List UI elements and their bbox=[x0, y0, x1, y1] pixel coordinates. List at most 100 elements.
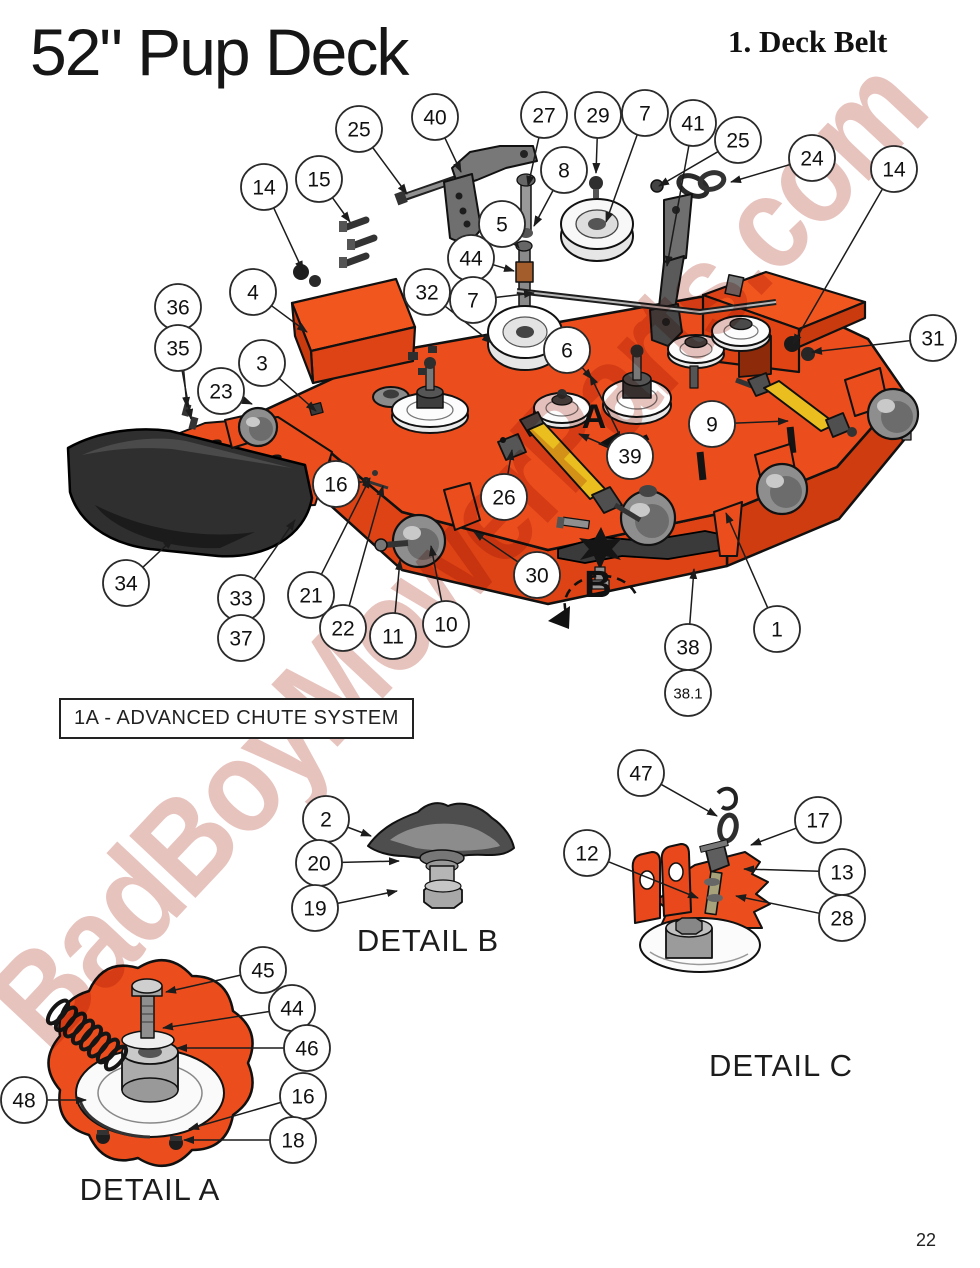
callout-46: 46 bbox=[176, 1024, 331, 1072]
callout-number: 32 bbox=[415, 282, 438, 305]
leader-line bbox=[241, 396, 253, 405]
callout-number: 33 bbox=[229, 588, 252, 611]
leader-line bbox=[188, 1101, 282, 1131]
callout-circle bbox=[621, 89, 669, 137]
callout-44: 44 bbox=[447, 234, 515, 282]
leader-line bbox=[348, 485, 385, 607]
callout-circle bbox=[0, 1076, 48, 1124]
callout-15: 15 bbox=[295, 155, 351, 223]
callout-13: 13 bbox=[743, 848, 866, 896]
callout-number: 18 bbox=[281, 1130, 304, 1153]
callout-circle bbox=[478, 200, 526, 248]
callout-circle bbox=[102, 559, 150, 607]
callout-circle bbox=[197, 367, 245, 415]
callout-number: 10 bbox=[434, 614, 457, 637]
callout-30: 30 bbox=[473, 531, 561, 599]
callout-number: 28 bbox=[830, 908, 853, 931]
callout-circle bbox=[714, 116, 762, 164]
callout-number: 48 bbox=[12, 1090, 35, 1113]
callout-number: 20 bbox=[307, 853, 330, 876]
leader-line bbox=[271, 305, 308, 333]
callout-number: 23 bbox=[209, 381, 232, 404]
callout-number: 6 bbox=[561, 340, 573, 363]
callout-24: 24 bbox=[730, 134, 836, 183]
callout-number: 24 bbox=[800, 148, 824, 171]
callout-circle bbox=[154, 324, 202, 372]
leader-line bbox=[506, 449, 515, 475]
transport-handle bbox=[394, 145, 538, 242]
callout-number: 16 bbox=[324, 474, 347, 497]
callout-circle bbox=[480, 473, 528, 521]
callout-number: 15 bbox=[307, 169, 330, 192]
leader-line bbox=[811, 339, 911, 355]
leader-line bbox=[337, 889, 398, 905]
callout-circle bbox=[794, 796, 842, 844]
leader-line bbox=[605, 134, 638, 223]
callout-circle bbox=[312, 460, 360, 508]
callout-9: 9 bbox=[688, 400, 789, 448]
page-number: 22 bbox=[916, 1230, 937, 1250]
callout-2: 2 bbox=[302, 795, 372, 843]
leader-line bbox=[320, 477, 371, 575]
view-letter-B: B bbox=[584, 564, 611, 606]
callout-7: 7 bbox=[449, 276, 535, 324]
leader-line bbox=[495, 290, 535, 299]
callout-number: 31 bbox=[921, 328, 944, 351]
leader-line bbox=[181, 370, 194, 420]
callout-19: 19 bbox=[291, 884, 398, 932]
callout-37: 37 bbox=[217, 614, 265, 662]
callout-circle bbox=[870, 145, 918, 193]
callout-number: 7 bbox=[639, 103, 651, 126]
leader-line bbox=[660, 783, 718, 817]
callout-circle bbox=[238, 339, 286, 387]
callout-circle bbox=[217, 614, 265, 662]
view-letter-A: A bbox=[582, 398, 607, 436]
leader-line bbox=[341, 857, 400, 866]
callout-number: 30 bbox=[525, 565, 548, 588]
leader-line bbox=[608, 860, 699, 899]
callout-number: 3 bbox=[256, 353, 268, 376]
leader-line bbox=[473, 531, 519, 563]
leader-line bbox=[492, 263, 515, 272]
callout-circle bbox=[543, 326, 591, 374]
callout-circle bbox=[574, 91, 622, 139]
callout-circle bbox=[563, 829, 611, 877]
page-title: 52" Pup Deck bbox=[30, 15, 409, 89]
detail-label: DETAIL B bbox=[357, 923, 499, 958]
callout-18: 18 bbox=[183, 1116, 317, 1164]
callout-circle bbox=[283, 1024, 331, 1072]
callout-38.1: 38.1 bbox=[664, 669, 712, 717]
watermark-text: BadBoyMowerParts.com bbox=[0, 33, 951, 1074]
deck-assembly-art bbox=[45, 145, 920, 1168]
callout-circle bbox=[411, 93, 459, 141]
section-title: 1. Deck Belt bbox=[728, 24, 888, 59]
callout-number: 39 bbox=[618, 446, 641, 469]
callout-14: 14 bbox=[792, 145, 918, 345]
callout-number: 14 bbox=[882, 159, 906, 182]
callout-28: 28 bbox=[735, 894, 866, 942]
callout-number: 12 bbox=[575, 843, 598, 866]
leader-line bbox=[162, 1010, 270, 1031]
callout-38: 38 bbox=[664, 568, 712, 671]
callout-number: 34 bbox=[114, 573, 138, 596]
callout-number: 40 bbox=[423, 107, 446, 130]
callout-number: 11 bbox=[382, 626, 404, 649]
leader-line bbox=[689, 568, 698, 625]
callout-34: 34 bbox=[102, 538, 174, 607]
callout-number: 27 bbox=[532, 105, 555, 128]
callout-number: 25 bbox=[726, 130, 749, 153]
callout-circle bbox=[520, 91, 568, 139]
leader-line bbox=[664, 145, 690, 267]
callout-number: 29 bbox=[586, 105, 609, 128]
callout-40: 40 bbox=[411, 93, 462, 173]
callout-circle bbox=[335, 105, 383, 153]
callout-circle bbox=[664, 669, 712, 717]
leader-line bbox=[526, 137, 540, 187]
callout-number: 9 bbox=[706, 414, 718, 437]
callout-circle bbox=[291, 884, 339, 932]
callout-circle bbox=[422, 600, 470, 648]
callout-number: 1 bbox=[771, 619, 783, 642]
callout-circle bbox=[753, 605, 801, 653]
leader-line bbox=[725, 512, 769, 609]
